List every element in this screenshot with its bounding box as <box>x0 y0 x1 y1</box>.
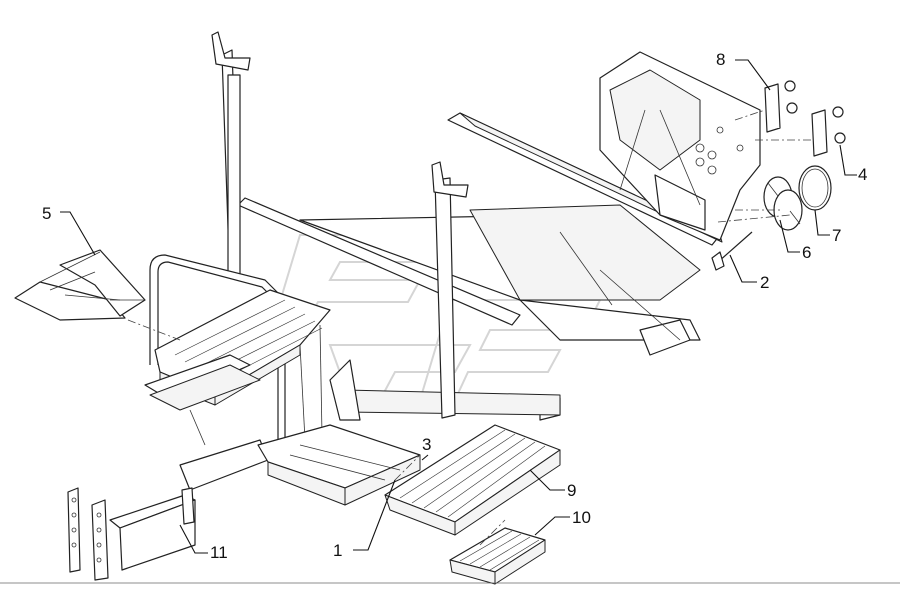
callout-labels: 1 2 3 4 5 6 7 8 9 10 11 <box>42 50 867 562</box>
callout-11: 11 <box>210 543 228 562</box>
center-post <box>431 161 469 419</box>
callout-1: 1 <box>333 541 342 560</box>
pin-bolt <box>711 231 753 271</box>
rear-bracket <box>599 51 761 241</box>
retaining-ring <box>798 165 832 211</box>
step-grate-large <box>384 424 561 536</box>
step-grate-small <box>449 527 546 585</box>
callout-4: 4 <box>858 165 867 184</box>
callout-9: 9 <box>567 481 576 500</box>
clamp-plates <box>764 80 846 157</box>
alignment-lines <box>127 109 812 546</box>
left-post <box>211 31 251 286</box>
callout-5: 5 <box>42 204 51 223</box>
bushing-sleeve <box>763 176 803 231</box>
stair-platform <box>144 254 331 446</box>
callout-7: 7 <box>832 226 841 245</box>
front-frame <box>109 424 421 571</box>
leader-lines <box>60 59 857 554</box>
end-plate-assembly <box>67 487 195 581</box>
callout-10: 10 <box>572 508 591 527</box>
callout-3: 3 <box>422 435 431 454</box>
callout-6: 6 <box>802 243 811 262</box>
callout-2: 2 <box>760 273 769 292</box>
wheel-chocks <box>14 249 146 321</box>
callout-8: 8 <box>716 50 725 69</box>
main-frame <box>237 112 723 421</box>
